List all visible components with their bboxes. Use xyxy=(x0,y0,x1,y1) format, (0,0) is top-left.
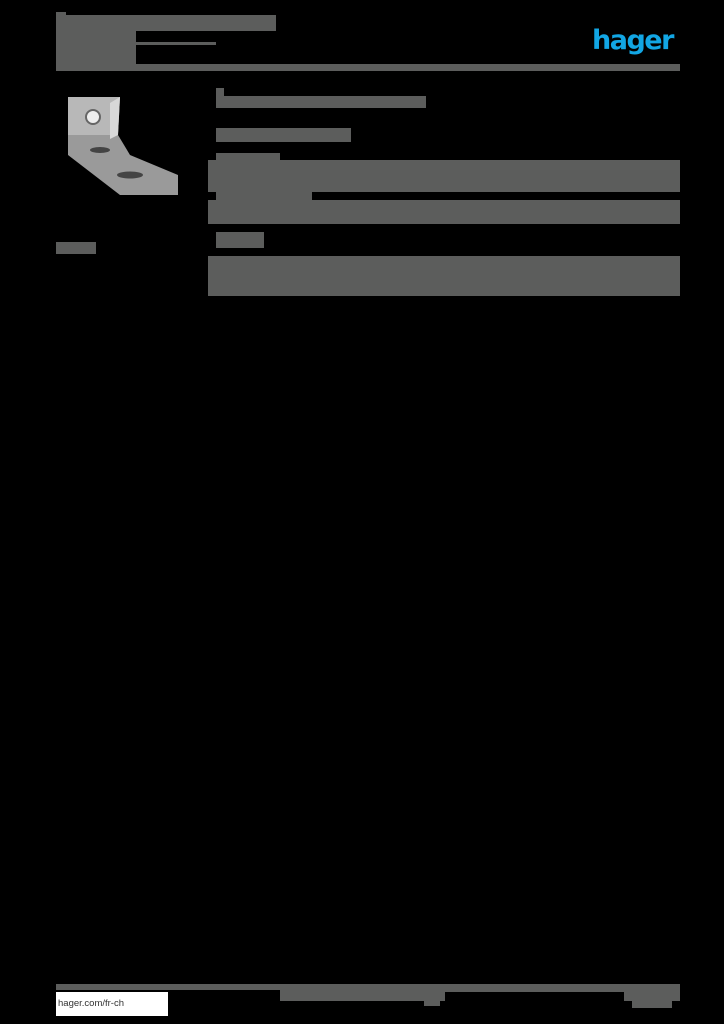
footer-page-sub xyxy=(632,1000,672,1008)
section-2-label xyxy=(216,192,312,200)
header-subtitle xyxy=(56,31,136,65)
content-subheading xyxy=(216,128,351,142)
product-image xyxy=(68,97,178,195)
content-heading-cap xyxy=(216,88,224,98)
section-1-label xyxy=(216,153,280,163)
header-title-tall xyxy=(56,12,66,30)
header-subtitle-line xyxy=(136,42,216,45)
section-1-body xyxy=(208,160,680,192)
content-heading xyxy=(216,96,426,108)
product-reference xyxy=(56,242,96,254)
section-3-label xyxy=(216,232,264,248)
section-3-body xyxy=(208,256,680,296)
footer-right-edge xyxy=(288,984,680,992)
footer-center-sub xyxy=(424,1000,440,1006)
hager-logo: hager xyxy=(592,25,674,56)
section-2-body xyxy=(208,200,680,224)
header-title xyxy=(56,15,276,31)
footer-url-link[interactable]: hager.com/fr-ch xyxy=(56,992,168,1016)
header-rule xyxy=(56,64,680,71)
